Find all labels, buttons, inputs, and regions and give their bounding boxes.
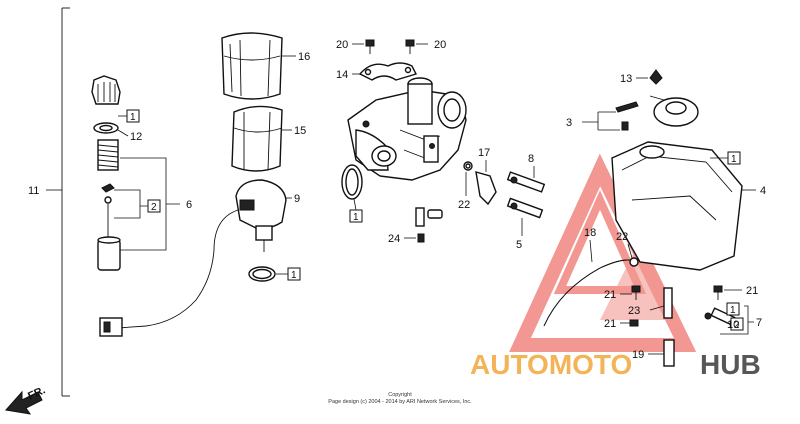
spring-part bbox=[97, 139, 119, 171]
screw-set-part-8 bbox=[506, 171, 546, 193]
copyright-line-1: Copyright bbox=[388, 392, 412, 398]
callout-6: 6 bbox=[186, 199, 192, 211]
callout-9: 9 bbox=[294, 193, 300, 205]
cover-part-16 bbox=[221, 32, 283, 100]
callout-2-left: 2 bbox=[151, 202, 157, 213]
wire-harness bbox=[99, 209, 239, 337]
callout-12: 12 bbox=[130, 131, 142, 143]
callout-4: 4 bbox=[760, 185, 766, 197]
float-part-3 bbox=[615, 95, 699, 131]
carburetor-body bbox=[347, 77, 467, 181]
callout-1-screw: 1 bbox=[730, 305, 736, 316]
auto-choke-part-9 bbox=[235, 179, 287, 252]
screw-part-21-left bbox=[631, 285, 641, 300]
float-chamber-part-4 bbox=[611, 141, 743, 271]
callout-22-left: 22 bbox=[458, 199, 470, 211]
callout-13: 13 bbox=[620, 73, 632, 85]
drain-screw-part-13 bbox=[649, 69, 663, 85]
callout-box-1-choke bbox=[287, 267, 301, 281]
screw-set-part-5 bbox=[506, 197, 544, 219]
callout-19: 19 bbox=[632, 349, 644, 361]
throttle-valve-part bbox=[97, 236, 121, 271]
callout-10: 10 bbox=[727, 319, 739, 331]
callout-21-left: 21 bbox=[604, 289, 616, 301]
callout-14: 14 bbox=[336, 69, 348, 81]
callout-1-choke: 1 bbox=[291, 270, 297, 281]
callout-16: 16 bbox=[298, 51, 310, 63]
callout-7: 7 bbox=[756, 317, 762, 329]
callout-box-1-screw bbox=[726, 302, 740, 316]
bracket-part-14 bbox=[358, 62, 417, 81]
callout-21-right: 21 bbox=[746, 285, 758, 297]
callout-11: 11 bbox=[28, 185, 39, 197]
callout-1-gasket: 1 bbox=[353, 212, 359, 223]
callout-box-1-chamber bbox=[727, 151, 741, 165]
copyright-line-2: Page design (c) 2004 - 2014 by ARI Netwo… bbox=[328, 399, 472, 405]
callout-2-screw: 2 bbox=[734, 320, 740, 331]
jet-assembly-part bbox=[415, 207, 443, 243]
screw-part-21-bottom bbox=[629, 319, 639, 327]
callout-17: 17 bbox=[478, 147, 490, 159]
watermark-text-part2: HUB bbox=[700, 349, 761, 380]
needle-clip-part bbox=[101, 183, 115, 238]
clip-part-22-left bbox=[463, 161, 473, 171]
bracket-11 bbox=[46, 7, 70, 397]
callout-8: 8 bbox=[528, 153, 534, 165]
tube-part-19 bbox=[663, 339, 675, 367]
callout-18: 18 bbox=[584, 227, 596, 239]
callout-20-left: 20 bbox=[336, 39, 348, 51]
callout-15: 15 bbox=[294, 125, 306, 137]
clip-part-22-right bbox=[629, 257, 639, 267]
callout-1-left: 1 bbox=[130, 112, 136, 123]
callout-1-chamber: 1 bbox=[731, 154, 737, 165]
drain-tube-part-18 bbox=[543, 259, 637, 327]
watermark-text: AUTOMOTO HUB bbox=[470, 349, 761, 380]
front-direction-arrow-icon bbox=[5, 390, 43, 415]
callout-23: 23 bbox=[628, 305, 640, 317]
slide-cap-part bbox=[91, 75, 121, 105]
screw-part-21-right bbox=[713, 285, 723, 300]
watermark-text-part1: AUTOMOTO bbox=[470, 349, 632, 380]
bolt-part-20-left bbox=[365, 39, 375, 54]
hose-part-17 bbox=[475, 171, 497, 206]
callout-24: 24 bbox=[388, 233, 400, 245]
bolt-part-20-right bbox=[405, 39, 415, 54]
callout-22-right: 22 bbox=[616, 231, 628, 243]
direction-label: FR. bbox=[26, 384, 47, 402]
callout-3: 3 bbox=[566, 117, 572, 129]
plug-part-23 bbox=[663, 287, 673, 319]
cover-part-15 bbox=[231, 105, 283, 172]
callout-box-2-screw bbox=[730, 317, 744, 331]
callout-box-1-gasket bbox=[349, 209, 363, 223]
callout-21-bottom: 21 bbox=[604, 318, 616, 330]
callout-20-right: 20 bbox=[434, 39, 446, 51]
callout-5: 5 bbox=[516, 239, 522, 251]
